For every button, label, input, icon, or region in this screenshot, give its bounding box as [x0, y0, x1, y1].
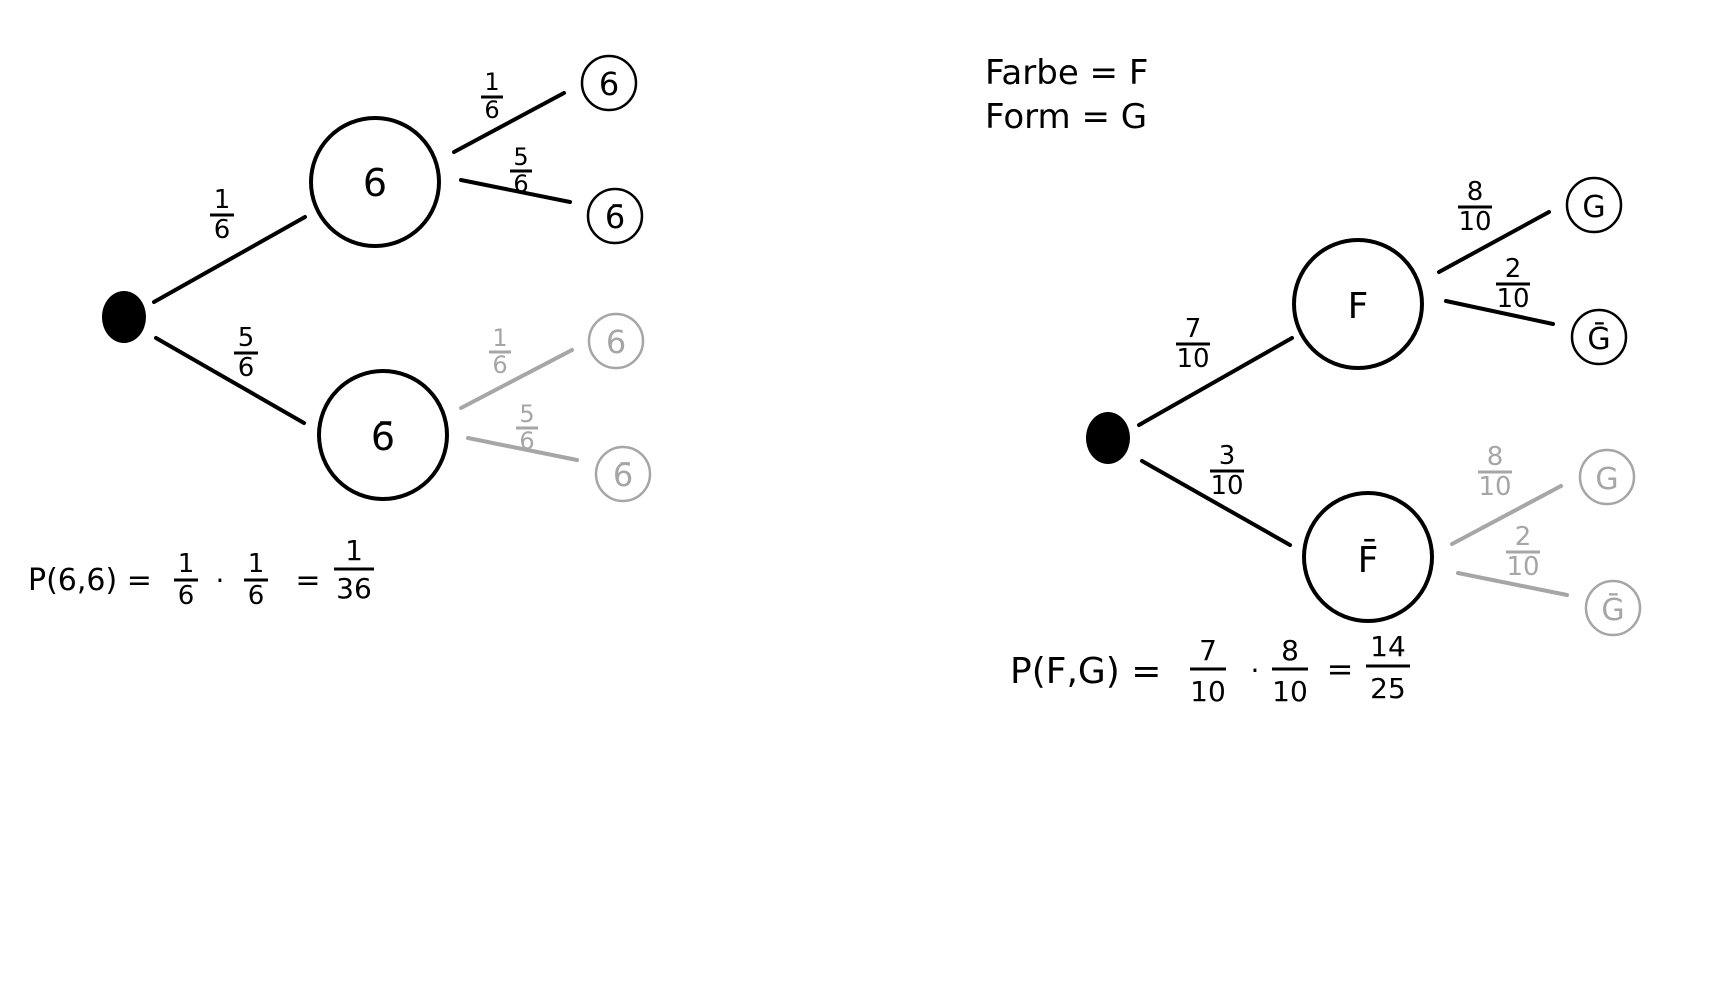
fraction-root-top: 7 10: [1176, 314, 1210, 374]
formula-result-num: 1: [345, 534, 363, 567]
node-top-label: 6: [363, 161, 387, 205]
fraction-root-bottom: 5 6: [234, 323, 258, 383]
root-node: [102, 291, 146, 343]
leaf-bottom-top: [1578, 448, 1636, 506]
fraction-top-top: 8 10: [1458, 177, 1492, 237]
formula-f2-den: 10: [1272, 675, 1308, 708]
formula-f2-num: 1: [248, 549, 265, 579]
fraction-denominator: 10: [1478, 472, 1511, 502]
leaf-bottom-bottom-label: Ḡ: [1601, 592, 1624, 628]
fraction-top-bottom: 2 10: [1496, 254, 1530, 314]
fraction-numerator: 2: [1515, 522, 1532, 552]
formula-eq: =: [1327, 650, 1354, 688]
fraction-bottom-bottom: 5 6: [516, 400, 538, 455]
edge-bottom-bottom: [466, 436, 579, 462]
edge-bottom-bottom: [1456, 571, 1569, 597]
fraction-numerator: 5: [519, 400, 534, 428]
fraction-numerator: 1: [492, 324, 507, 352]
leaf-bottom-bottom: [594, 445, 652, 503]
fraction-bottom-top: 8 10: [1478, 442, 1512, 502]
formula-right: P(F,G) = 7 10 · 8 10 = 14 25: [1010, 630, 1410, 708]
fraction-denominator: 10: [1176, 344, 1209, 374]
leaf-bottom-top-label: 6: [606, 323, 626, 361]
fraction-numerator: 3: [1219, 441, 1236, 471]
formula-dot: ·: [216, 564, 225, 597]
fraction-denominator: 6: [519, 427, 534, 455]
formula-f1-den: 10: [1190, 675, 1226, 708]
leaf-top-bottom-label: 6̄: [605, 198, 625, 236]
edge-root-top: [1137, 336, 1294, 427]
fraction-bottom-bottom: 2 10: [1506, 522, 1540, 582]
fraction-denominator: 10: [1506, 552, 1539, 582]
fraction-root-top: 1 6: [210, 185, 234, 245]
formula-f1-num: 1: [178, 549, 195, 579]
edge-bottom-top: [459, 348, 574, 410]
node-bottom: [1302, 491, 1434, 623]
leaf-bottom-top-label: G: [1595, 462, 1618, 497]
fraction-numerator: 8: [1467, 177, 1484, 207]
leaf-top-bottom-label: Ḡ: [1587, 321, 1610, 357]
fraction-denominator: 10: [1210, 471, 1243, 501]
fraction-top-bottom: 5 6: [510, 143, 532, 198]
edge-top-top: [1437, 210, 1551, 274]
leaf-bottom-bottom: [1584, 579, 1642, 637]
fraction-root-bottom: 3 10: [1210, 441, 1244, 501]
leaf-top-top: [580, 54, 638, 112]
fraction-numerator: 5: [513, 143, 528, 171]
fraction-bottom-top: 1 6: [489, 324, 511, 379]
node-bottom: [317, 369, 449, 501]
legend-line-1: Farbe = F: [985, 53, 1148, 93]
node-bottom-label: 6̄: [371, 415, 395, 459]
edge-top-bottom: [459, 178, 572, 204]
leaf-top-bottom: [1570, 308, 1628, 366]
leaf-bottom-bottom-label: 6̄: [613, 456, 633, 494]
fraction-denominator: 6: [238, 353, 255, 383]
fraction-denominator: 10: [1496, 284, 1529, 314]
leaf-bottom-top: [587, 312, 645, 370]
tree-left: 6 6̄ 6 6̄ 6 6̄ 1 6 5 6 1 6 5 6: [28, 54, 652, 611]
formula-eq: =: [295, 563, 320, 598]
formula-left: P(6,6) = 1 6 · 1 6 = 1 36: [28, 534, 374, 611]
fraction-denominator: 6: [484, 96, 499, 124]
edge-top-top: [452, 91, 566, 154]
fraction-top-top: 1 6: [481, 68, 503, 124]
formula-f2-num: 8: [1281, 634, 1299, 667]
fraction-denominator: 6: [492, 351, 507, 379]
node-top: [309, 116, 441, 248]
root-node: [1086, 412, 1130, 464]
fraction-denominator: 10: [1458, 207, 1491, 237]
formula-lhs: P(F,G) =: [1010, 651, 1161, 692]
formula-result-den: 25: [1370, 672, 1406, 705]
edge-root-bottom: [154, 336, 306, 425]
edge-root-top: [152, 215, 307, 304]
leaf-top-bottom: [586, 187, 644, 245]
formula-f1-den: 6: [178, 581, 195, 611]
formula-result-num: 14: [1370, 630, 1406, 663]
edge-bottom-top: [1450, 484, 1563, 546]
edge-root-bottom: [1140, 459, 1292, 547]
fraction-numerator: 1: [484, 68, 499, 96]
tree-right: F F̄ G Ḡ G Ḡ 7 10 3 10 8 10 2 10: [1010, 176, 1642, 708]
fraction-numerator: 2: [1505, 254, 1522, 284]
formula-f2-den: 6: [248, 581, 265, 611]
formula-f1-num: 7: [1199, 634, 1217, 667]
leaf-top-top-label: G: [1582, 190, 1605, 225]
edge-top-bottom: [1444, 299, 1555, 326]
fraction-denominator: 6: [214, 215, 231, 245]
formula-lhs: P(6,6) =: [28, 563, 152, 598]
legend-line-2: Form = G: [985, 97, 1147, 137]
leaf-top-top-label: 6: [599, 65, 619, 103]
fraction-denominator: 6: [513, 170, 528, 198]
fraction-numerator: 7: [1185, 314, 1202, 344]
leaf-top-top: [1565, 176, 1623, 234]
node-top-label: F: [1348, 286, 1369, 327]
formula-result-den: 36: [336, 572, 372, 605]
node-top: [1292, 238, 1424, 370]
fraction-numerator: 8: [1487, 442, 1504, 472]
formula-dot: ·: [1251, 654, 1260, 687]
fraction-numerator: 1: [214, 185, 231, 215]
node-bottom-label: F̄: [1358, 538, 1379, 581]
fraction-numerator: 5: [238, 323, 255, 353]
